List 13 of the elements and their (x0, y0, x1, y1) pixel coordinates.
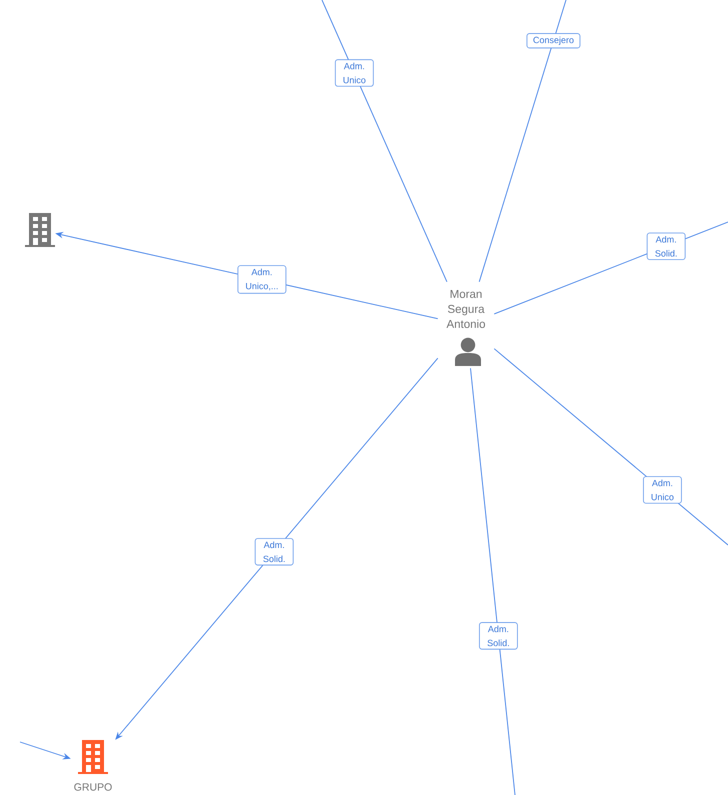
edge-label: Adm. Unico,... (238, 265, 286, 294)
edge-label: Adm. Unico (643, 476, 682, 504)
edge-label: Consejero (526, 33, 580, 48)
building-icon (25, 213, 55, 247)
edge-label: Adm. Solid. (646, 232, 686, 260)
connector-line (322, 0, 448, 282)
edge-label: Adm. Solid. (479, 622, 518, 650)
connector-line (470, 368, 516, 795)
connector-line (478, 0, 566, 282)
person-name: Moran Segura Antonio (446, 290, 485, 328)
company-name: GRUPO (74, 783, 112, 791)
edge-label: Adm. Unico (334, 59, 374, 87)
edge-label: Adm. Solid. (254, 538, 294, 566)
